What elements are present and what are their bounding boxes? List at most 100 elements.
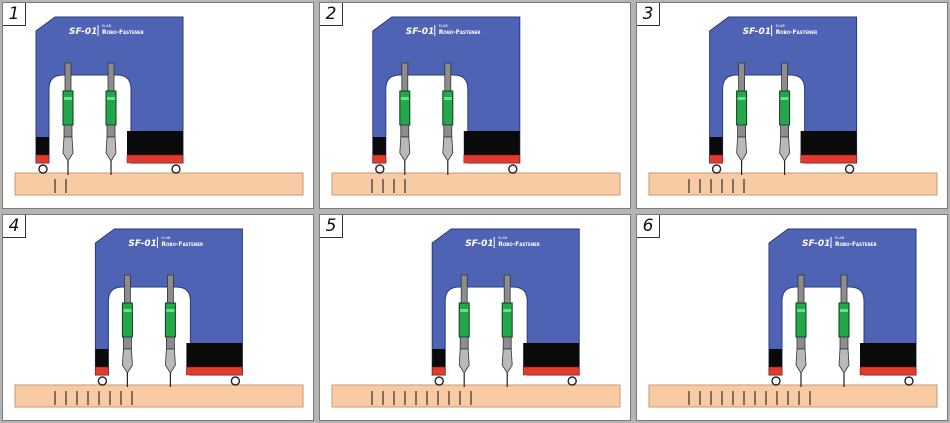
right-wheel — [171, 164, 181, 174]
spindle-rod — [738, 62, 745, 92]
right-wheel — [844, 164, 855, 174]
spindle-motor — [164, 302, 176, 338]
machine-tag-label: ELAB — [102, 24, 112, 28]
spindle-collar — [459, 336, 469, 350]
machine-tag-label: ELAB — [498, 236, 508, 240]
machine-tag-label: ELAB — [439, 24, 449, 28]
driver-tip — [779, 136, 791, 162]
step-number-label: 4 — [3, 215, 26, 238]
spindle-highlight — [400, 97, 409, 100]
machine-brand-label: SF-01 — [69, 27, 97, 37]
spindle-1 — [62, 62, 74, 175]
right-wheel — [904, 376, 914, 386]
machine-product-label: Robo-Fastener — [498, 241, 540, 248]
spindle-rod — [444, 62, 452, 92]
spindle-2 — [442, 62, 454, 175]
right-wheel — [508, 164, 518, 174]
right-foot-pad — [522, 366, 580, 376]
spindle-collar — [123, 336, 132, 350]
driver-tip — [105, 136, 117, 162]
right-foot-block — [800, 131, 857, 155]
left-foot-pad — [768, 366, 783, 376]
driver-tip — [164, 348, 176, 374]
right-foot-block — [463, 131, 520, 155]
left-wheel — [38, 164, 48, 174]
driver-tip — [121, 348, 133, 374]
right-foot-block — [860, 343, 916, 367]
spindle-highlight — [123, 309, 132, 312]
spindle-rod — [840, 274, 848, 304]
machine-product-label: Robo-Fastener — [102, 29, 144, 36]
driver-tip — [458, 348, 470, 374]
spindle-collar — [737, 124, 746, 138]
spindle-rod — [107, 62, 115, 92]
wood-board — [648, 172, 938, 196]
right-foot-pad — [859, 366, 917, 376]
machine-product-label: Robo-Fastener — [776, 29, 818, 36]
spindle-rod — [503, 274, 511, 304]
machine-brand-label: SF-01 — [406, 27, 434, 37]
machine-body — [709, 16, 858, 164]
driver-tip — [838, 348, 850, 374]
spindle-motor — [795, 302, 807, 338]
right-wheel — [230, 376, 241, 386]
machine-tag-label: ELAB — [835, 236, 845, 240]
left-foot-pad — [372, 154, 387, 164]
spindle-2 — [164, 274, 176, 387]
spindle-collar — [780, 124, 789, 138]
spindle-collar — [166, 336, 175, 350]
spindle-collar — [400, 124, 410, 138]
left-foot-block — [372, 137, 386, 155]
spindle-rod — [797, 274, 805, 304]
left-foot-block — [36, 137, 49, 155]
machine-body — [94, 228, 243, 376]
spindle-motor — [121, 302, 133, 338]
left-foot-block — [709, 137, 723, 155]
left-foot-pad — [95, 366, 109, 376]
wood-board — [331, 172, 621, 196]
machine-product-label: Robo-Fastener — [835, 241, 877, 248]
step-number-label: 5 — [320, 215, 343, 238]
right-foot-block — [127, 131, 183, 155]
spindle-collar — [502, 336, 512, 350]
spindle-motor — [779, 90, 791, 126]
spindle-rod — [124, 274, 131, 304]
spindle-rod — [401, 62, 409, 92]
step-number-label: 3 — [637, 3, 660, 26]
spindle-rod — [781, 62, 788, 92]
left-foot-block — [95, 349, 109, 367]
spindle-motor — [458, 302, 470, 338]
spindle-highlight — [443, 97, 452, 100]
wood-board — [14, 172, 304, 196]
machine-product-label: Robo-Fastener — [439, 29, 481, 36]
right-foot-block — [186, 343, 243, 367]
right-foot-pad — [800, 154, 857, 164]
left-foot-pad — [431, 366, 446, 376]
left-wheel — [375, 164, 385, 174]
spindle-motor — [838, 302, 850, 338]
spindle-highlight — [107, 97, 115, 100]
spindle-rod — [460, 274, 468, 304]
spindle-rod — [167, 274, 174, 304]
machine-brand-label: SF-01 — [465, 239, 493, 249]
step-number-label: 2 — [320, 3, 343, 26]
spindle-collar — [443, 124, 453, 138]
spindle-collar — [796, 336, 806, 350]
spindle-1 — [121, 274, 133, 387]
driver-tip — [501, 348, 513, 374]
driver-tip — [62, 136, 74, 162]
driver-tip — [442, 136, 454, 162]
right-foot-pad — [463, 154, 521, 164]
